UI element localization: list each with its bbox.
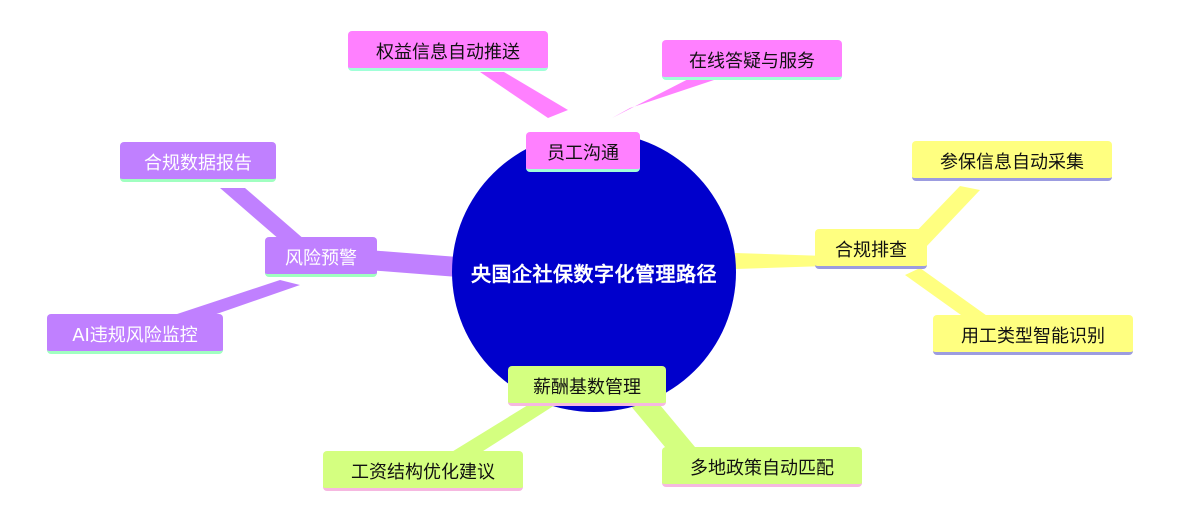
leaf-employment-type-recognition[interactable]: 用工类型智能识别	[933, 315, 1133, 355]
root-node[interactable]: 央国企社保数字化管理路径	[452, 132, 736, 412]
branch-label: 风险预警	[285, 247, 357, 269]
branch-compliance-check[interactable]: 合规排查	[815, 229, 927, 269]
leaf-label: 工资结构优化建议	[351, 461, 495, 483]
branch-label: 合规排查	[835, 239, 907, 261]
leaf-label: 合规数据报告	[144, 152, 252, 174]
link-root-purple	[368, 250, 458, 277]
link-green-right	[630, 405, 700, 453]
link-purple-down	[165, 280, 300, 318]
link-yellow-down	[905, 268, 990, 320]
link-purple-up	[220, 188, 305, 240]
leaf-compliance-report[interactable]: 合规数据报告	[120, 142, 276, 182]
link-root-yellow	[735, 253, 826, 269]
leaf-label: 在线答疑与服务	[689, 50, 815, 72]
link-yellow-up	[910, 186, 980, 248]
leaf-label: 参保信息自动采集	[940, 151, 1084, 173]
link-green-left	[450, 405, 555, 453]
leaf-label: 用工类型智能识别	[961, 325, 1105, 347]
leaf-auto-push-benefits[interactable]: 权益信息自动推送	[348, 31, 548, 71]
leaf-auto-collect-insurance[interactable]: 参保信息自动采集	[912, 141, 1112, 181]
link-pink-left	[480, 72, 568, 118]
leaf-label: 权益信息自动推送	[376, 41, 520, 63]
leaf-label: AI违规风险监控	[72, 324, 198, 346]
branch-risk-warning[interactable]: 风险预警	[265, 237, 377, 277]
branch-label: 员工沟通	[547, 142, 619, 164]
branch-employee-communication[interactable]: 员工沟通	[526, 132, 640, 172]
leaf-salary-structure-suggestion[interactable]: 工资结构优化建议	[323, 451, 523, 491]
branch-label: 薪酬基数管理	[533, 376, 641, 398]
leaf-multi-region-policy-match[interactable]: 多地政策自动匹配	[662, 447, 862, 487]
leaf-ai-violation-monitor[interactable]: AI违规风险监控	[47, 314, 223, 354]
branch-salary-base-management[interactable]: 薪酬基数管理	[508, 366, 666, 406]
link-pink-right	[612, 72, 714, 118]
leaf-online-qa[interactable]: 在线答疑与服务	[662, 40, 842, 80]
leaf-label: 多地政策自动匹配	[690, 457, 834, 479]
root-label: 央国企社保数字化管理路径	[471, 261, 717, 286]
